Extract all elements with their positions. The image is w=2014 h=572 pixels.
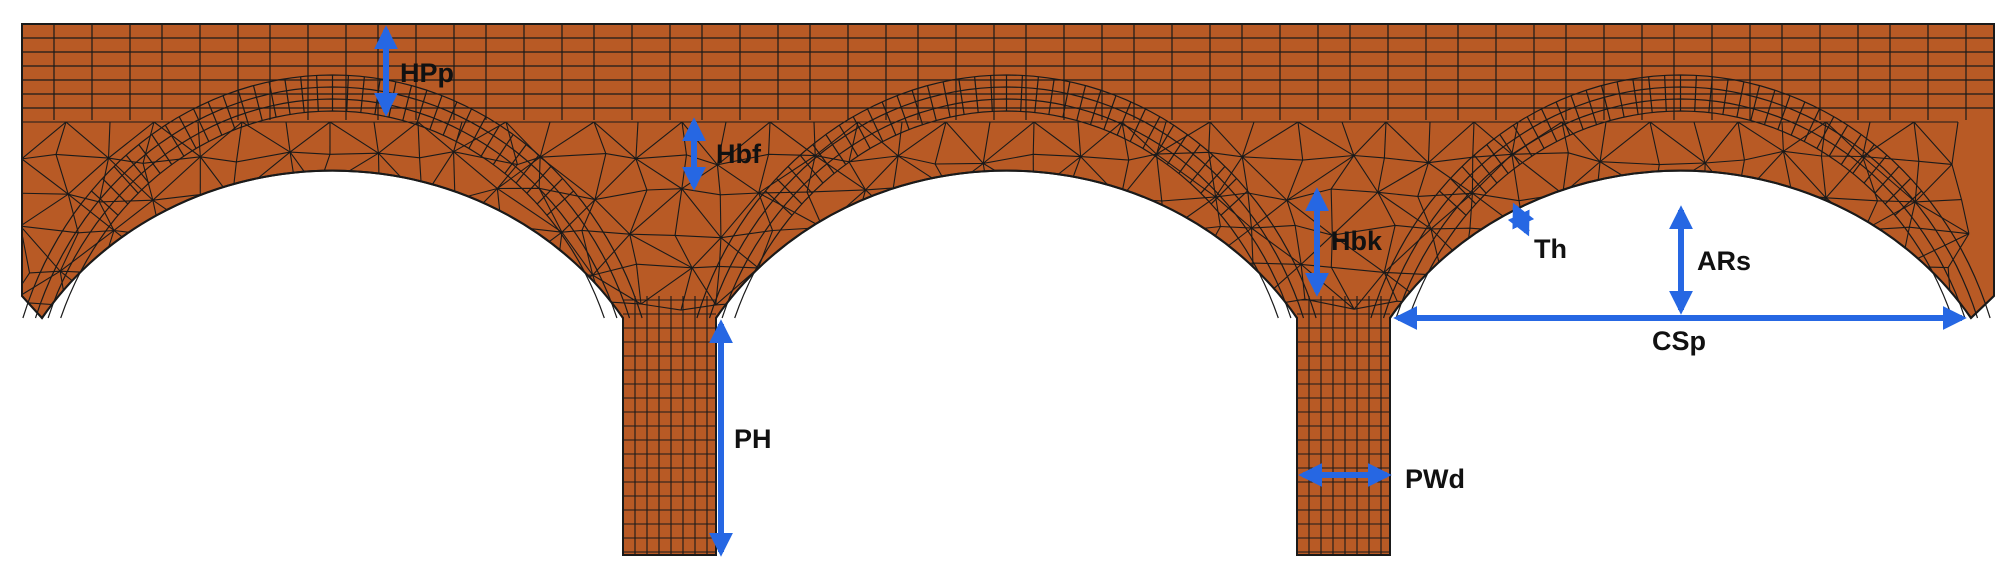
label-hbf: Hbf: [716, 139, 762, 169]
arch-thickness-arrow: [1507, 202, 1535, 237]
label-hbk: Hbk: [1331, 226, 1383, 256]
label-hpp: HPp: [400, 58, 454, 88]
pier-brick-mesh: [623, 296, 1390, 555]
arch-ring-mesh: [22, 74, 1991, 319]
dimension-labels: HPp Hbf Hbk Th ARs CSp PH PWd: [400, 58, 1751, 494]
label-ars: ARs: [1697, 246, 1751, 276]
bridge-structure: [21, 23, 1995, 556]
label-csp: CSp: [1652, 326, 1706, 356]
label-th: Th: [1534, 234, 1567, 264]
bridge-outline: [21, 23, 1995, 556]
dimension-arrows: [374, 25, 1967, 557]
label-pwd: PWd: [1405, 464, 1465, 494]
label-ph: PH: [734, 424, 772, 454]
